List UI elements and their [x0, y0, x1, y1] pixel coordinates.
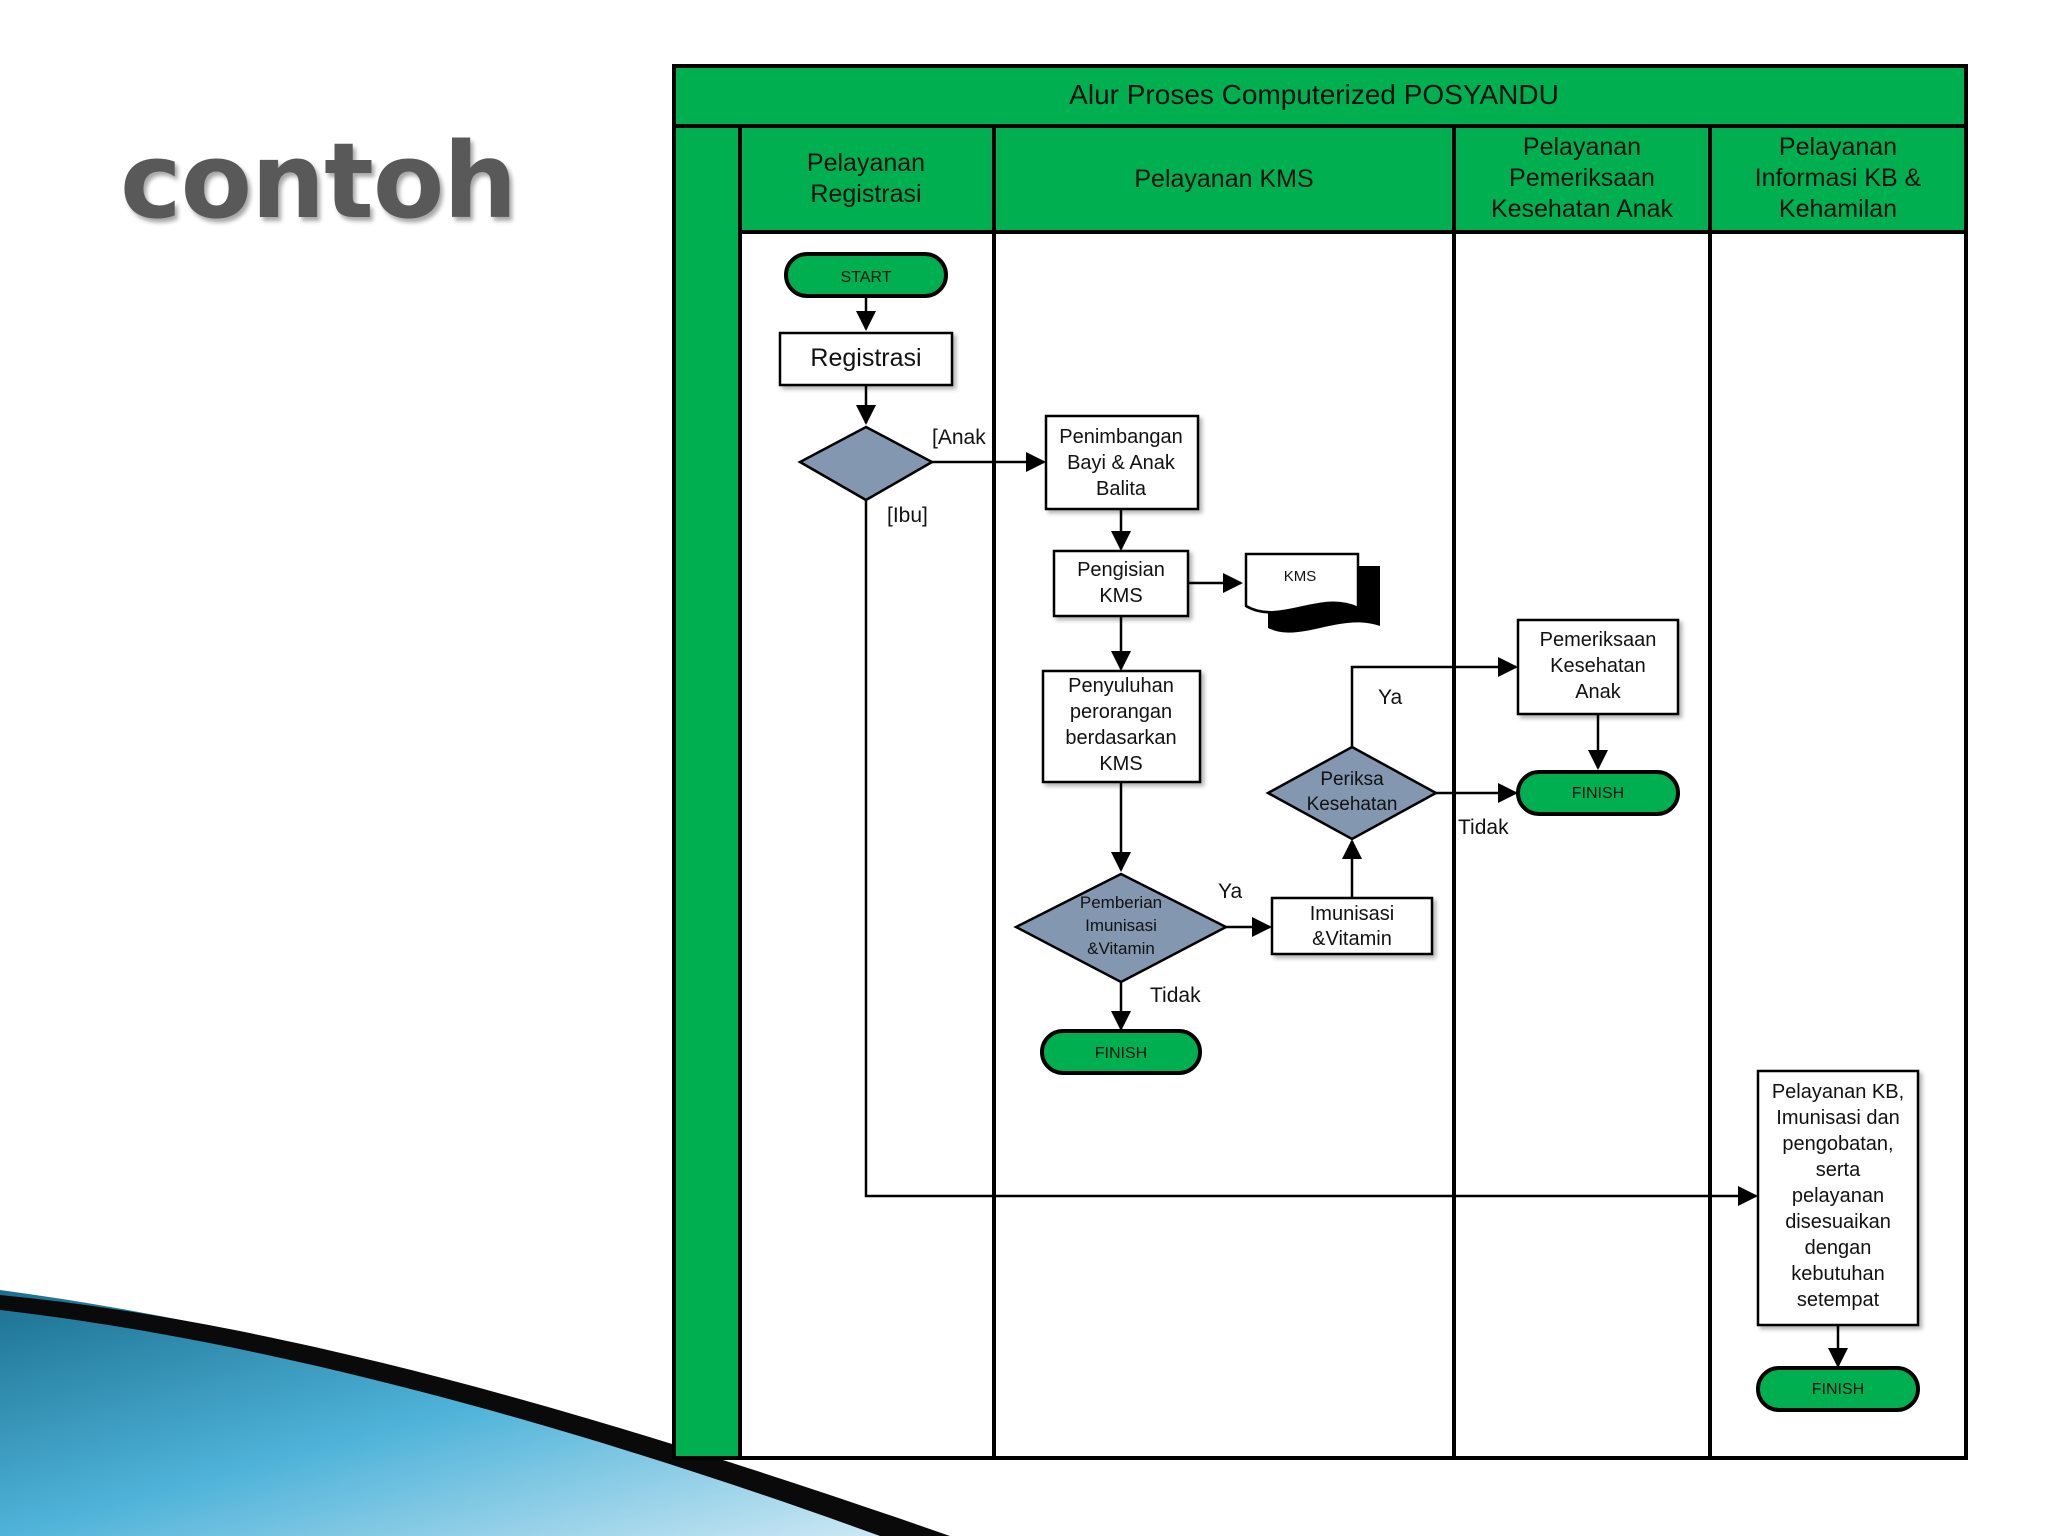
process-label-line: disesuaikan	[1785, 1211, 1891, 1233]
process-label-line: setempat	[1797, 1289, 1880, 1311]
process-label-line: Pelayanan KB,	[1772, 1081, 1904, 1103]
connectors	[856, 296, 1848, 1368]
lane-header-line: Kesehatan Anak	[1491, 195, 1674, 223]
process-label-line: &Vitamin	[1312, 928, 1392, 950]
lane-header-kb-kehamilan: Pelayanan Informasi KB & Kehamilan	[1755, 133, 1922, 223]
document-label: KMS	[1284, 568, 1317, 585]
edge-label-ya: Ya	[1218, 880, 1242, 903]
decision-label-line: Pemberian	[1080, 893, 1162, 912]
decision-pemberian-imunisasi: Pemberian Imunisasi &Vitamin	[1013, 872, 1229, 984]
process-label-line: Penyuluhan	[1068, 675, 1174, 697]
finish-terminal-kms: FINISH	[1040, 1029, 1202, 1075]
lane-header-line: Pemeriksaan	[1509, 164, 1655, 192]
process-label-line: Imunisasi dan	[1776, 1107, 1899, 1129]
decision-periksa-kesehatan: Periksa Kesehatan	[1265, 745, 1439, 841]
lane-header-line: Pelayanan	[1779, 133, 1897, 161]
decision-label-line: Kesehatan	[1307, 794, 1398, 815]
process-label-line: dengan	[1805, 1237, 1872, 1259]
edge-label-anak: [Anak	[932, 426, 986, 449]
process-label-line: pengobatan,	[1782, 1133, 1893, 1155]
lane-header-kesehatan-anak: Pelayanan Pemeriksaan Kesehatan Anak	[1491, 133, 1674, 223]
process-pelayanan-kb: Pelayanan KB, Imunisasi dan pengobatan, …	[1756, 1069, 1920, 1327]
lane-header-line: Registrasi	[810, 180, 921, 208]
process-registrasi: Registrasi	[778, 331, 954, 387]
finish-terminal-kb: FINISH	[1756, 1366, 1920, 1412]
process-pengisian-kms: Pengisian KMS	[1052, 549, 1190, 618]
terminal-label: FINISH	[1572, 785, 1624, 802]
finish-terminal-kesehatan-anak: FINISH	[1516, 770, 1680, 816]
slide-title: contoh	[120, 120, 517, 242]
lane-header-line: Pelayanan	[1523, 133, 1641, 161]
process-label-line: kebutuhan	[1791, 1263, 1884, 1285]
diagram-frame	[672, 64, 1968, 1460]
lane-header-registrasi: Pelayanan Registrasi	[807, 149, 925, 208]
process-label-line: berdasarkan	[1065, 727, 1176, 749]
process-label-line: Pengisian	[1077, 559, 1165, 581]
edge-label-tidak: Tidak	[1150, 984, 1201, 1007]
edge-label-ibu: [Ibu]	[887, 504, 928, 527]
edge-label-ya: Ya	[1378, 686, 1402, 709]
process-penyuluhan: Penyuluhan perorangan berdasarkan KMS	[1041, 669, 1202, 784]
process-pemeriksaan-kesehatan-anak: Pemeriksaan Kesehatan Anak	[1516, 618, 1680, 716]
process-label-line: Penimbangan	[1059, 426, 1182, 448]
process-label-line: Kesehatan	[1550, 655, 1646, 677]
edge-decision-pelayanan-kb	[864, 500, 1758, 1206]
process-penimbangan: Penimbangan Bayi & Anak Balita	[1044, 414, 1200, 511]
process-label-line: serta	[1816, 1159, 1861, 1181]
process-label-line: Bayi & Anak	[1067, 452, 1176, 474]
decision-label-line: Imunisasi	[1085, 916, 1157, 935]
lane-header-line: Kehamilan	[1779, 195, 1897, 223]
lane-header-line: Pelayanan	[807, 149, 925, 177]
process-label: Registrasi	[810, 344, 921, 372]
terminal-label: FINISH	[1095, 1045, 1147, 1062]
process-label-line: perorangan	[1070, 701, 1172, 723]
process-label-line: Anak	[1575, 681, 1622, 703]
decision-anak-ibu	[797, 425, 935, 502]
edge-label-tidak: Tidak	[1458, 816, 1509, 839]
decision-label-line: &Vitamin	[1087, 939, 1155, 958]
process-label-line: KMS	[1099, 753, 1142, 775]
process-label-line: Pemeriksaan	[1540, 629, 1657, 651]
diagram-title: Alur Proses Computerized POSYANDU	[1069, 79, 1559, 110]
process-label-line: KMS	[1099, 585, 1142, 607]
process-label-line: pelayanan	[1792, 1185, 1884, 1207]
terminal-label: FINISH	[1812, 1381, 1864, 1398]
process-label-line: Imunisasi	[1310, 903, 1394, 925]
terminal-label: START	[841, 269, 892, 286]
process-label-line: Balita	[1096, 478, 1147, 500]
lane-header-line: Informasi KB &	[1755, 164, 1922, 192]
edge-periksa-pemeriksaan	[1350, 657, 1518, 747]
decision-label-line: Periksa	[1320, 769, 1384, 790]
lane-header-kms: Pelayanan KMS	[1134, 165, 1313, 193]
document-kms: KMS	[1244, 552, 1380, 633]
start-terminal: START	[784, 252, 948, 298]
process-imunisasi-vitamin: Imunisasi &Vitamin	[1270, 896, 1434, 956]
lane-header-line: Pelayanan KMS	[1134, 165, 1313, 193]
